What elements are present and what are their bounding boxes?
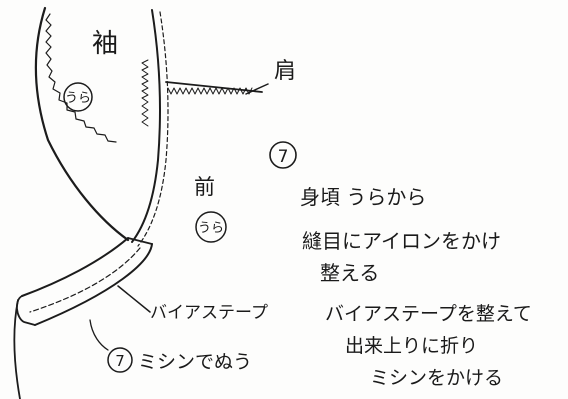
sleeve-serged-edge xyxy=(45,13,117,143)
step-number-small: 7 xyxy=(115,352,125,370)
armhole-serging xyxy=(141,59,149,127)
step-number-circle xyxy=(269,141,297,169)
shoulder-label: 肩 xyxy=(274,59,296,84)
sleeve-side-circle xyxy=(63,82,93,112)
sew-note-label: ミシンでぬう xyxy=(138,351,252,373)
bias-tape-inner xyxy=(34,243,153,326)
shoulder-serging xyxy=(167,87,253,95)
sleeve-label: 袖 xyxy=(92,29,118,59)
instruction-line-4: バイアステープを整えて xyxy=(325,303,532,325)
step-number-small-circle xyxy=(107,347,133,373)
sleeve-outer-edge xyxy=(34,6,130,242)
shoulder-pointer-line xyxy=(245,83,269,95)
front-side-label: うら xyxy=(198,221,224,236)
instruction-line-1: 身頃 うらから xyxy=(300,185,426,209)
bias-tape-outer xyxy=(21,237,129,297)
bias-tape-pointer xyxy=(117,285,151,313)
bias-tape-stitch xyxy=(29,247,141,313)
neckline-edge xyxy=(13,299,21,399)
sew-pointer xyxy=(89,319,109,351)
front-side-circle xyxy=(195,211,227,243)
front-label: 前 xyxy=(194,175,215,199)
instruction-line-5: 出来上りに折り xyxy=(345,335,478,357)
bias-tape-label: バイアステープ xyxy=(150,303,268,323)
armhole-seam xyxy=(131,9,161,243)
instruction-line-6: ミシンをかける xyxy=(370,367,503,389)
instruction-line-2: 縫目にアイロンをかけ xyxy=(302,229,501,253)
instruction-line-3: 整える xyxy=(320,261,379,285)
armhole-stitch-line xyxy=(137,11,169,247)
sleeve-side-label: うら xyxy=(65,91,91,106)
step-number: 7 xyxy=(278,147,289,167)
shoulder-seam xyxy=(165,81,263,93)
bias-tape-end xyxy=(16,237,153,326)
